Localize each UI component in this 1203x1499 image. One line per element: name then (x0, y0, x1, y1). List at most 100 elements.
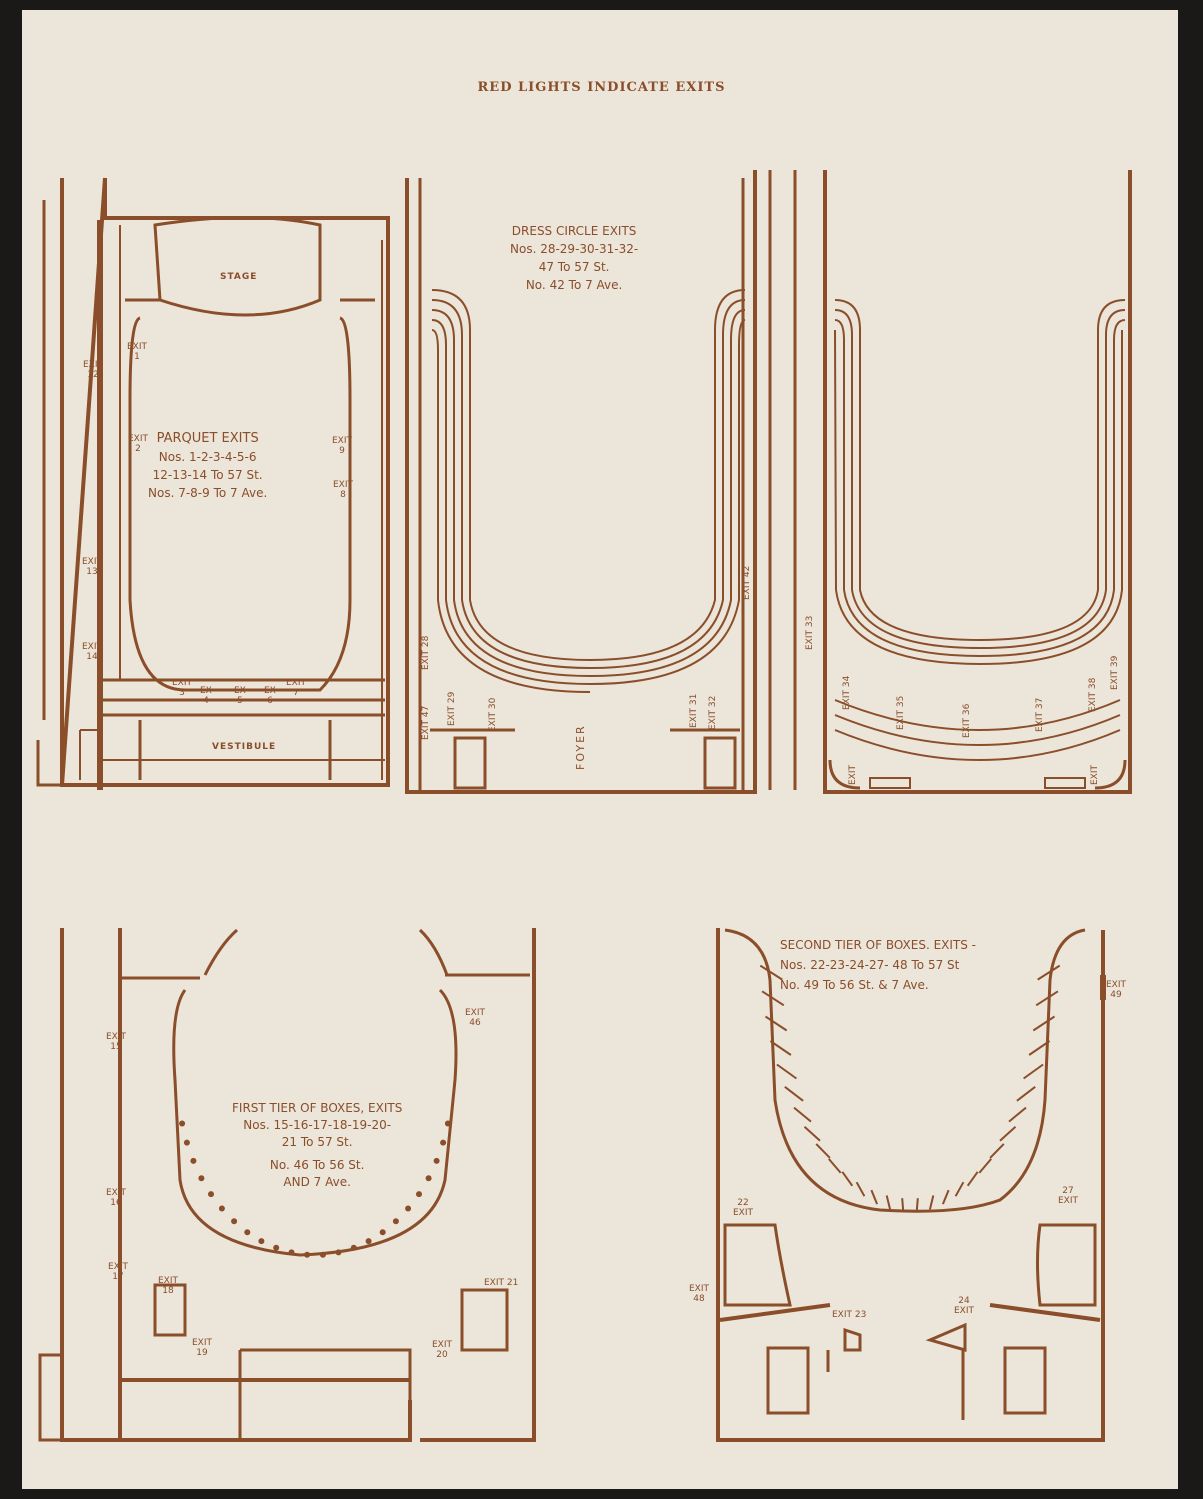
exit-18-label: EXIT 18 (158, 1276, 179, 1296)
dress-circle-line-3: No. 42 To 7 Ave. (525, 278, 623, 292)
exit-8-label: EXIT 8 (333, 480, 354, 500)
box-hatch-line (870, 1189, 879, 1205)
box-hatch-line (764, 1015, 788, 1032)
box-hatch-line (841, 1171, 854, 1187)
dress-circle-line-2: 47 To 57 St. (538, 260, 610, 274)
box-hatch-line (828, 1158, 842, 1174)
box-marker (244, 1229, 251, 1236)
parquet-plan (36, 177, 390, 790)
box-hatch-line (1008, 1106, 1027, 1123)
page-title: RED LIGHTS INDICATE EXITS (477, 80, 726, 95)
exit-7-label: EXIT 7 (286, 678, 307, 698)
dress-circle-line-1: Nos. 28-29-30-31-32- (510, 242, 639, 256)
exit-48-label: EXIT 48 (689, 1284, 710, 1304)
box-marker (405, 1205, 412, 1212)
exit-21-label: EXIT 21 (484, 1278, 519, 1288)
exit-4-label: EX 4 (200, 686, 212, 706)
parquet-line-2: 12-13-14 To 57 St. (152, 468, 263, 482)
parquet-line-3: Nos. 7-8-9 To 7 Ave. (148, 486, 268, 500)
box-hatch-line (1035, 990, 1059, 1007)
box-marker (198, 1175, 205, 1182)
box-hatch-line (954, 1181, 965, 1197)
exit-20-label: EXIT 20 (432, 1340, 453, 1360)
parquet-line-1: Nos. 1-2-3-4-5-6 (158, 450, 257, 464)
first-tier-line-1: Nos. 15-16-17-18-19-20- (243, 1118, 392, 1132)
exit-35-label: EXIT 35 (896, 695, 906, 730)
second-tier-plan (716, 928, 1106, 1442)
box-marker (444, 1120, 451, 1127)
dress-circle-exits-block: DRESS CIRCLE EXITS Nos. 28-29-30-31-32- … (510, 222, 638, 294)
exit-47-label: EXIT 47 (421, 705, 431, 740)
box-hatch-line (1032, 1015, 1056, 1032)
first-tier-heading: FIRST TIER OF BOXES, EXITS (232, 1101, 403, 1115)
box-hatch-line (793, 1106, 812, 1123)
exit-42-label: EXIT 42 (742, 565, 752, 600)
exit-3-label: EXIT 3 (172, 678, 193, 698)
exit-balcony-right-label: EXIT (1090, 764, 1100, 785)
box-marker (183, 1139, 190, 1146)
box-hatch-line (941, 1189, 950, 1205)
box-marker (208, 1191, 214, 1198)
exit-32-label: EXIT 32 (708, 695, 718, 730)
box-marker (273, 1244, 280, 1251)
stage-label: STAGE (220, 272, 258, 282)
vestibule-label: VESTIBULE (212, 742, 277, 752)
box-hatch-line (759, 964, 783, 981)
box-marker (335, 1249, 342, 1256)
box-marker (190, 1157, 197, 1164)
exit-6-label: EX 6 (264, 686, 276, 706)
box-marker (231, 1218, 238, 1225)
exit-39-label: EXIT 39 (1110, 655, 1120, 690)
exit-27-label: 27 EXIT (1058, 1186, 1079, 1206)
box-marker (365, 1238, 372, 1245)
box-hatch-line (901, 1198, 905, 1213)
exit-28-label: EXIT 28 (421, 635, 431, 670)
parquet-heading: PARQUET EXITS (156, 431, 259, 446)
box-hatch-line (761, 990, 785, 1007)
exit-17-label: EXIT 17 (108, 1262, 129, 1282)
box-marker (350, 1244, 357, 1251)
exit-9-label: EXIT 9 (332, 436, 353, 456)
exit-22-label: 22 EXIT (733, 1198, 754, 1218)
box-marker (218, 1205, 225, 1212)
second-tier-heading: SECOND TIER OF BOXES. EXITS - (780, 938, 977, 952)
parquet-exits-block: PARQUET EXITS Nos. 1-2-3-4-5-6 12-13-14 … (148, 430, 267, 502)
exit-30-label: EXIT 30 (488, 697, 498, 732)
exit-24-label: 24 EXIT (954, 1296, 975, 1316)
box-marker (440, 1139, 447, 1146)
box-hatch-line (855, 1181, 866, 1197)
box-hatch-line (803, 1125, 821, 1142)
exit-19-label: EXIT 19 (192, 1338, 213, 1358)
first-tier-line-4: AND 7 Ave. (283, 1175, 351, 1189)
box-marker (319, 1251, 326, 1258)
box-marker (425, 1175, 432, 1182)
box-marker (433, 1157, 440, 1164)
second-tier-exits-block: SECOND TIER OF BOXES. EXITS - Nos. 22-23… (780, 935, 976, 995)
exit-2-label: EXIT 2 (128, 434, 149, 454)
box-hatch-line (1023, 1063, 1044, 1080)
exit-31-label: EXIT 31 (689, 693, 699, 728)
second-tier-line-2: No. 49 To 56 St. & 7 Ave. (780, 978, 929, 992)
box-markers (179, 1120, 451, 1258)
exit-14-label: EXIT 14 (82, 642, 103, 662)
box-marker (379, 1229, 386, 1236)
box-hatch-line (999, 1125, 1017, 1142)
first-tier-exits-block: FIRST TIER OF BOXES, EXITS Nos. 15-16-17… (232, 1100, 402, 1191)
exit-16-label: EXIT 16 (106, 1188, 127, 1208)
first-tier-line-2: 21 To 57 St. (281, 1135, 353, 1149)
box-marker (392, 1218, 399, 1225)
exit-5-label: EX 5 (234, 686, 246, 706)
box-hatch-line (1016, 1086, 1036, 1102)
box-hatch-line (966, 1171, 979, 1187)
box-marker (258, 1238, 265, 1245)
exit-balcony-left-label: EXIT (848, 764, 858, 785)
exit-23-label: EXIT 23 (832, 1310, 867, 1320)
exit-37-label: EXIT 37 (1035, 697, 1045, 732)
exit-15-label: EXIT 15 (106, 1032, 127, 1052)
first-tier-line-3: No. 46 To 56 St. (269, 1158, 365, 1172)
box-hatch-line (776, 1063, 797, 1080)
exit-36-label: EXIT 36 (962, 703, 972, 738)
box-hatch-line (1037, 964, 1061, 981)
box-hatch-line (915, 1198, 919, 1213)
exit-46-label: EXIT 46 (465, 1008, 486, 1028)
